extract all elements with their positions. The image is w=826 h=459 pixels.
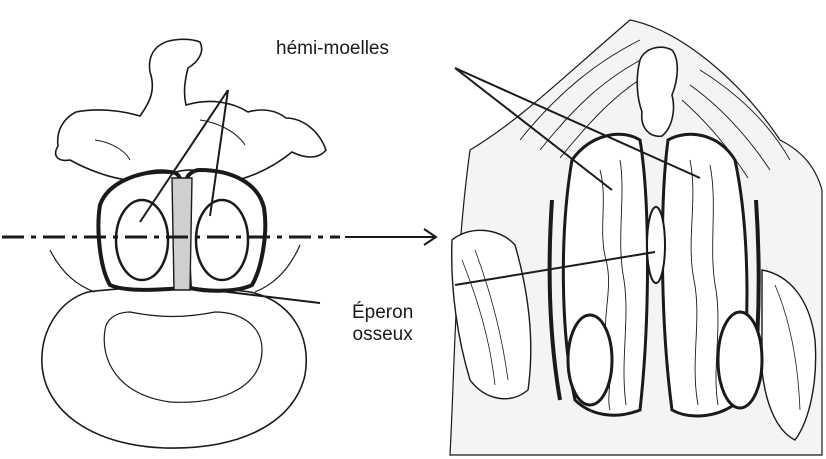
arrow (345, 229, 436, 245)
label-eperon-line2: osseux (352, 324, 413, 346)
label-eperon-osseux: Éperon osseux (352, 302, 413, 346)
label-hemi-moelles: hémi-moelles (276, 38, 389, 60)
label-eperon-line1: Éperon (352, 302, 413, 324)
surgical-drawing (450, 20, 822, 455)
vertebra-drawing (42, 39, 326, 448)
